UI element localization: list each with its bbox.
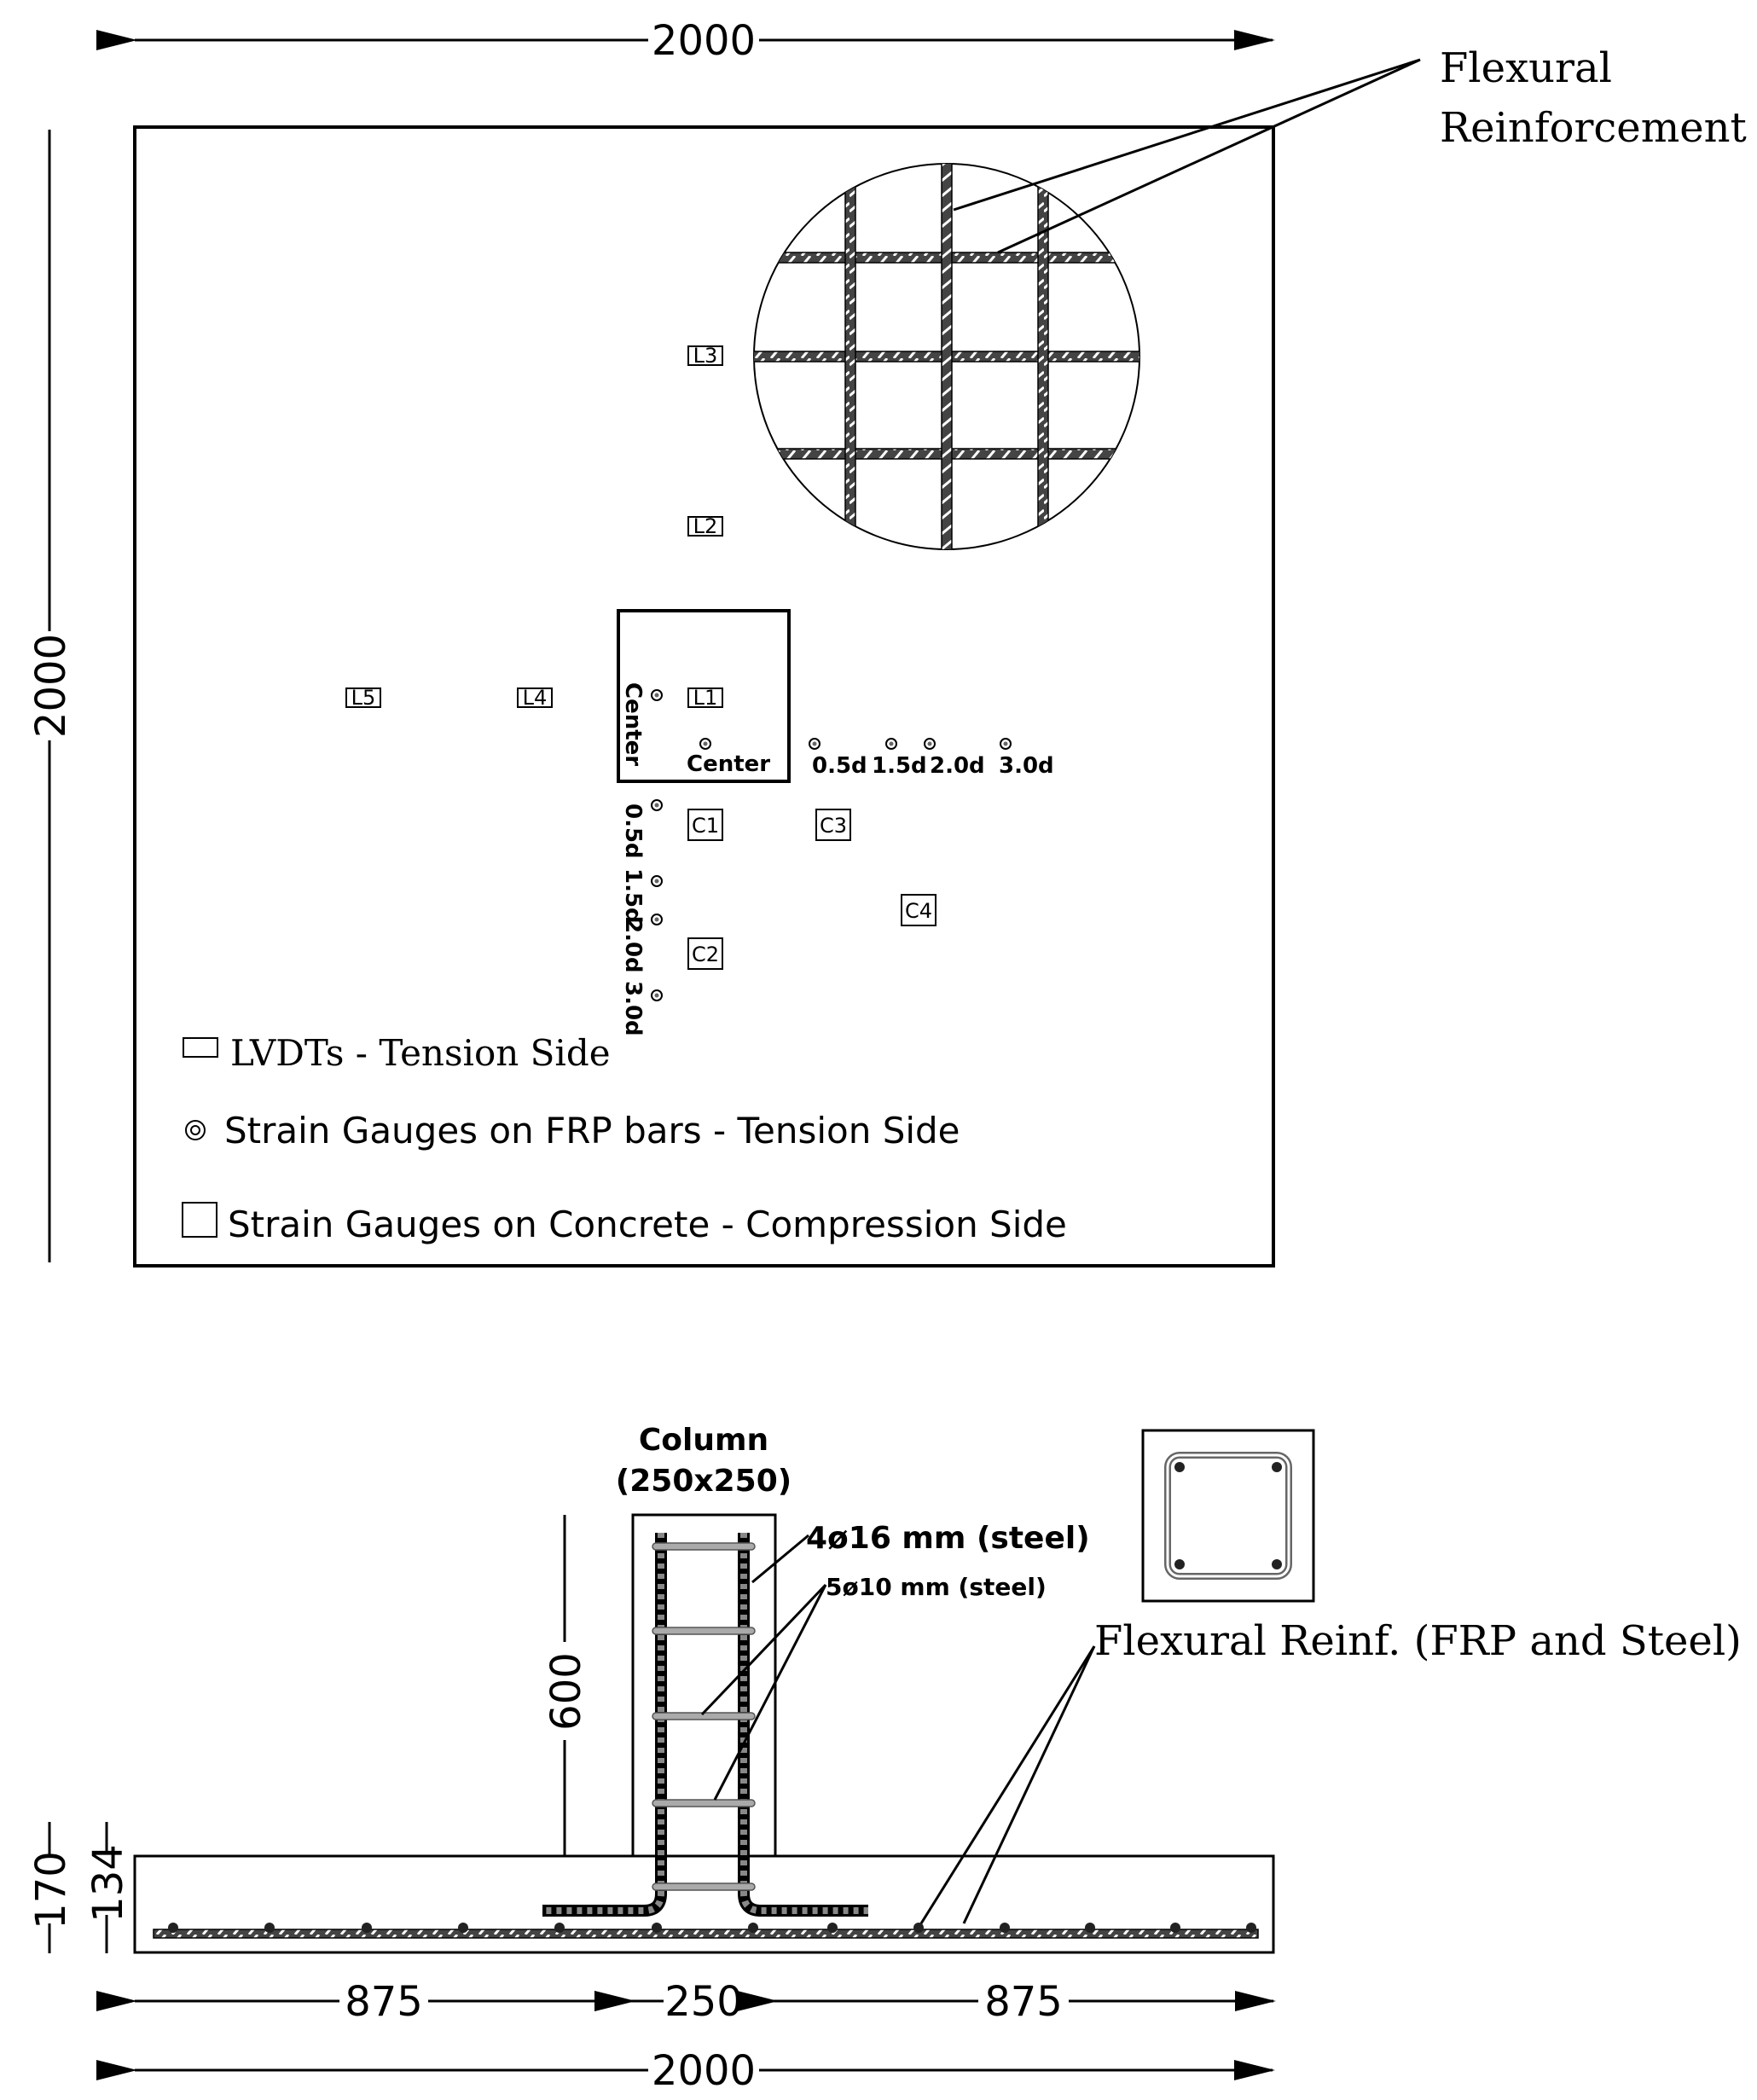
h-pos-15d: 1.5d xyxy=(872,753,927,779)
legend-lvdt-symbol xyxy=(183,1037,218,1058)
dim-170-label: 170 xyxy=(27,1851,75,1929)
column-ties xyxy=(652,1542,756,1891)
ties-leader-2 xyxy=(713,1584,827,1801)
gauge-c4-label: C4 xyxy=(905,899,932,923)
dim-250-label: 250 xyxy=(664,1978,743,2026)
lvdt-l2 xyxy=(687,516,723,537)
long-bars-label: 4ø16 mm (steel) xyxy=(806,1521,1090,1556)
lvdt-l1-label: L1 xyxy=(693,686,718,710)
frp-gauge-v-15d xyxy=(651,875,663,887)
lvdt-l4 xyxy=(517,687,553,708)
legend-concrete-symbol xyxy=(182,1202,217,1238)
frp-gauge-v-20d xyxy=(651,914,663,925)
flexural-leader-2 xyxy=(962,1645,1096,1924)
flexural-bar xyxy=(153,1929,1259,1939)
column-size: (250x250) xyxy=(616,1464,792,1499)
h-pos-05d: 0.5d xyxy=(812,753,867,779)
legend-lvdt-text: LVDTs - Tension Side xyxy=(230,1032,611,1074)
column-cross-section xyxy=(1141,1429,1315,1603)
gauge-c4 xyxy=(901,894,936,926)
frp-gauge-h-05d xyxy=(809,738,821,750)
lvdt-l1 xyxy=(687,687,723,708)
lvdt-markers: L3 L2 L1 L4 L5 xyxy=(345,344,723,710)
plan-dim-left-label: 2000 xyxy=(27,634,75,738)
plan-dim-top-label: 2000 xyxy=(652,17,756,65)
column-long-bars xyxy=(542,1533,868,1917)
dim-875-left-label: 875 xyxy=(345,1978,423,2026)
legend-concrete-text: Strain Gauges on Concrete - Compression … xyxy=(228,1204,1067,1245)
lvdt-l5 xyxy=(345,687,381,708)
frp-gauge-h-30d xyxy=(1000,738,1012,750)
callout-leader-2 xyxy=(997,58,1421,254)
legend-frp-symbol xyxy=(185,1120,206,1140)
lvdt-l2-label: L2 xyxy=(693,514,718,538)
frp-gauge-center-h xyxy=(699,738,711,750)
plan-dim-left: 2000 xyxy=(27,130,75,1262)
column-title: Column xyxy=(639,1423,768,1458)
frp-gauge-v-30d xyxy=(651,989,663,1001)
concrete-gauge-markers: C1 C2 C3 C4 xyxy=(687,809,936,970)
callout-leader-1 xyxy=(953,58,1421,212)
legend-frp-text: Strain Gauges on FRP bars - Tension Side xyxy=(224,1110,960,1152)
dim-bottom-split: 875 250 875 xyxy=(96,1978,1276,2026)
long-bars-leader xyxy=(751,1534,809,1584)
frp-gauge-markers xyxy=(651,689,1012,1001)
center-label-horizontal: Center xyxy=(687,751,770,777)
gauge-c3 xyxy=(815,809,851,841)
h-pos-30d: 3.0d xyxy=(999,753,1054,779)
callout-flexural: Flexural xyxy=(1440,44,1612,92)
dim-875-right-label: 875 xyxy=(984,1978,1063,2026)
dim-600-label: 600 xyxy=(542,1652,590,1731)
reinforcement-detail-circle xyxy=(753,163,1140,550)
flexural-label: Flexural Reinf. (FRP and Steel) xyxy=(1094,1617,1742,1665)
column-footprint xyxy=(617,609,791,783)
center-label-vertical: Center xyxy=(620,682,646,766)
gauge-c1 xyxy=(687,809,723,841)
plan-dim-top: 2000 xyxy=(96,17,1275,65)
v-pos-05d: 0.5d xyxy=(620,803,646,859)
flexural-leader-1 xyxy=(919,1645,1096,1924)
frp-gauge-h-20d xyxy=(924,738,936,750)
lvdt-l4-label: L4 xyxy=(523,686,548,710)
dim-134-label: 134 xyxy=(84,1844,132,1923)
lvdt-l5-label: L5 xyxy=(351,686,376,710)
dim-170: 170 xyxy=(27,1822,75,1953)
slab-outline xyxy=(133,125,1275,1268)
gauge-c2 xyxy=(687,937,723,970)
v-pos-30d: 3.0d xyxy=(620,981,646,1036)
legend: LVDTs - Tension Side Strain Gauges on FR… xyxy=(182,1032,1067,1245)
frp-gauge-h-15d xyxy=(885,738,897,750)
flexural-bar-dots xyxy=(168,1923,1256,1933)
ties-leader-1 xyxy=(700,1583,827,1716)
callout-reinforcement: Reinforcement xyxy=(1440,104,1747,152)
frp-gauge-v-05d xyxy=(651,799,663,811)
lvdt-l3-label: L3 xyxy=(693,344,718,368)
ties-label: 5ø10 mm (steel) xyxy=(826,1573,1047,1601)
dim-600: 600 xyxy=(542,1515,590,1856)
gauge-c2-label: C2 xyxy=(692,943,719,966)
gauge-c3-label: C3 xyxy=(820,814,847,838)
dim-2000-bottom-label: 2000 xyxy=(652,2047,756,2095)
lvdt-l3 xyxy=(687,345,723,366)
frp-gauge-center-v xyxy=(651,689,663,701)
h-pos-20d: 2.0d xyxy=(930,753,985,779)
v-pos-20d: 2.0d xyxy=(620,918,646,973)
v-pos-15d: 1.5d xyxy=(620,868,646,924)
dim-bottom-total: 2000 xyxy=(96,2047,1275,2095)
gauge-c1-label: C1 xyxy=(692,814,719,838)
dim-134: 134 xyxy=(84,1822,132,1953)
